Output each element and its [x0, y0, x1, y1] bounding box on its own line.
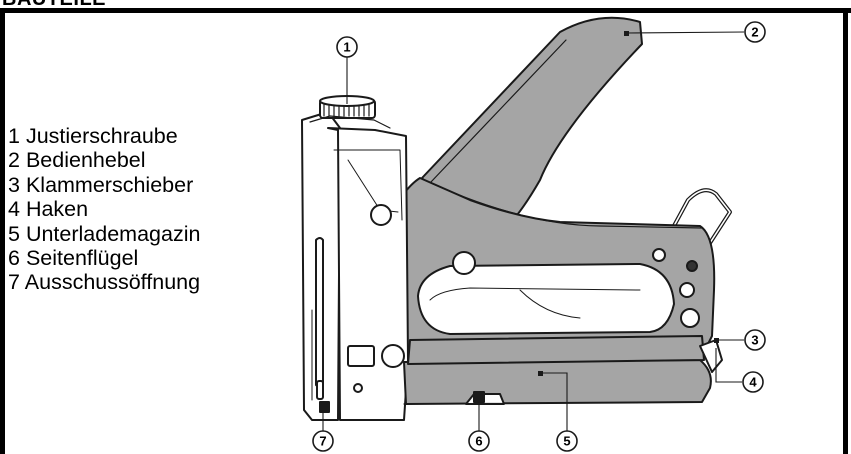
frame-border-top — [0, 8, 851, 13]
leader-2 — [625, 31, 745, 34]
svg-text:1: 1 — [343, 40, 350, 55]
legend-item-6: 6 Seitenflügel — [8, 246, 139, 271]
svg-text:3: 3 — [751, 333, 758, 348]
svg-text:7: 7 — [319, 434, 326, 449]
legend-item-4: 4 Haken — [8, 197, 89, 222]
frame-rivet — [381, 344, 405, 368]
callout-6: 6 — [468, 430, 490, 452]
legend-item-2: 2 Bedienhebel — [8, 148, 146, 173]
body-hole — [652, 248, 666, 262]
body-hole — [452, 251, 476, 275]
body-hole — [680, 308, 700, 328]
body-hole — [679, 282, 695, 298]
page-heading: BAUTEILE — [2, 0, 106, 9]
lower-magazine — [403, 359, 712, 405]
legend-item-7: 7 Ausschussöffnung — [8, 270, 201, 295]
svg-text:2: 2 — [751, 25, 758, 40]
ejection-slot — [316, 380, 324, 400]
callout-2: 2 — [744, 21, 766, 43]
svg-text:6: 6 — [475, 434, 482, 449]
svg-text:4: 4 — [749, 375, 757, 390]
parts-legend: 1 Justierschraube 2 Bedienhebel 3 Klamme… — [8, 124, 200, 295]
leader-5 — [540, 372, 568, 431]
front-plate-slot — [315, 237, 324, 388]
grip-opening — [417, 263, 675, 335]
leader-4 — [715, 348, 742, 383]
legend-item-3: 3 Klammerschieber — [8, 172, 194, 197]
callout-1: 1 — [336, 36, 358, 58]
callout-7: 7 — [312, 430, 334, 452]
callout-markers: 1 2 3 4 5 6 7 — [312, 21, 766, 452]
frame-border-left — [0, 8, 5, 454]
frame-rivet — [370, 204, 392, 226]
frame-border-right — [843, 8, 848, 454]
side-frame — [327, 127, 409, 421]
lever-edge — [429, 39, 567, 184]
legend-item-1: 1 Justierschraube — [8, 124, 178, 148]
legend-item-5: 5 Unterlademagazin — [8, 221, 201, 246]
callout-4: 4 — [742, 371, 764, 393]
body-top-edge — [419, 177, 703, 229]
body-hole-dark — [686, 260, 698, 272]
svg-text:5: 5 — [563, 434, 570, 449]
magazine-inner-rail — [407, 335, 705, 365]
callout-5: 5 — [556, 430, 578, 452]
callout-3: 3 — [744, 329, 766, 351]
